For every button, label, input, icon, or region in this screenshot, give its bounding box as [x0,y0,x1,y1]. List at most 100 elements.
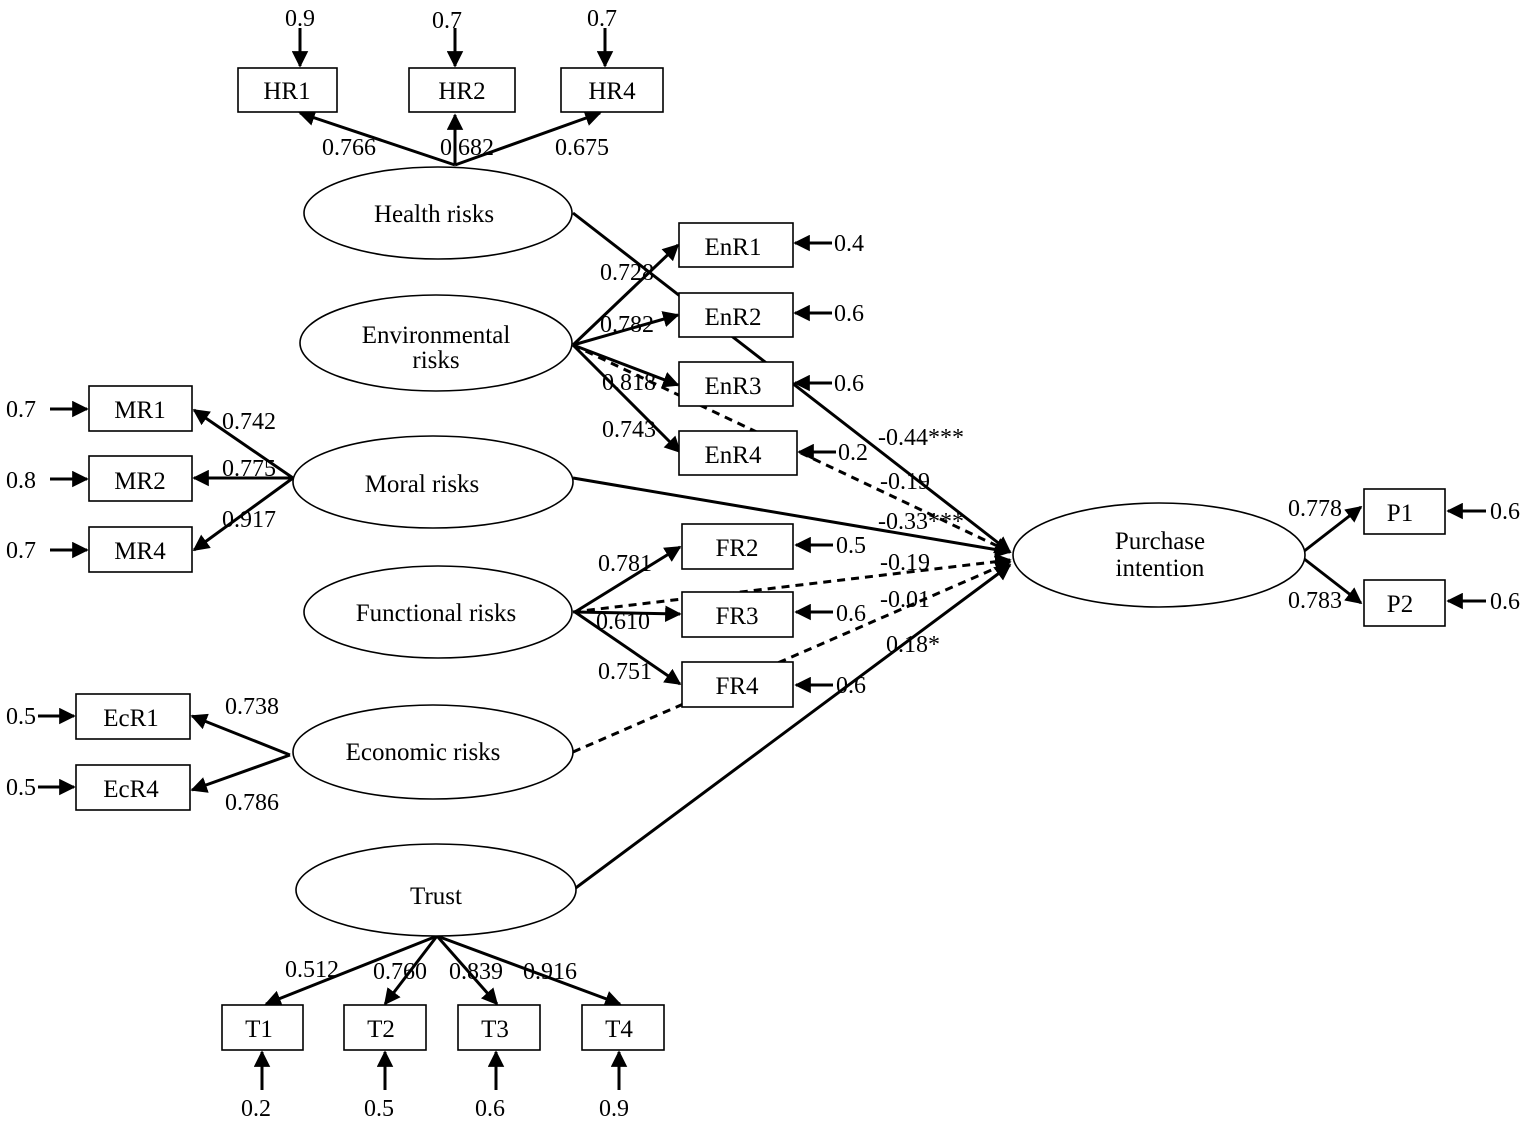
loading-mr4: 0.917 [222,507,276,533]
loading-p2: 0.783 [1288,588,1342,614]
loading-enr1: 0.728 [600,260,654,286]
environmental-block: EnR1 EnR2 EnR3 EnR4 0.4 0.6 0.6 0.2 0.72… [299,222,868,476]
error-ecr1: 0.5 [6,704,36,730]
loading-arrow-mr1 [192,408,294,480]
indicator-box-mr4 [88,526,193,573]
economic-block: EcR1 EcR4 0.5 0.5 0.738 0.786 Economic r… [6,693,574,816]
loading-arrow-enr4 [571,343,682,454]
error-enr1: 0.4 [834,231,864,257]
loading-fr2: 0.781 [598,551,652,577]
loading-t2: 0.760 [373,959,427,985]
indicator-box-fr4 [681,661,794,708]
loading-t1: 0.512 [285,957,339,983]
error-p1: 0.6 [1490,499,1520,525]
loading-fr4: 0.751 [598,659,652,685]
indicator-box-fr2 [681,523,794,570]
loading-arrow-fr2 [574,545,682,614]
construct-purchase-label-1: Purchase [1115,528,1205,555]
loading-fr3: 0.610 [596,609,650,635]
indicator-box-p1 [1363,488,1446,535]
loading-arrow-t3 [435,935,499,1006]
loading-t4: 0.916 [523,959,577,985]
loading-hr1: 0.766 [322,135,376,161]
loading-arrow-ecr1 [190,713,291,757]
construct-environmental-label-1: Environmental [362,322,511,349]
coef-functional: -0.19 [880,550,930,576]
indicator-box-hr4 [560,67,664,113]
indicator-box-t2 [343,1004,427,1051]
loading-arrow-hr4 [454,110,602,167]
loading-enr4: 0.743 [602,417,656,443]
construct-moral-risks [292,435,574,529]
path-economic-to-purchase [572,560,1012,754]
loading-arrow-hr1 [298,109,456,167]
indicator-mr1: MR1 [114,397,165,424]
indicator-box-ecr1 [75,693,191,740]
error-hr2: 0.7 [432,8,462,34]
indicator-mr2: MR2 [114,468,165,495]
coef-environmental: -0.19 [880,469,930,495]
error-t3: 0.6 [475,1096,505,1122]
construct-trust [295,843,577,937]
loading-arrow-t1 [264,934,438,1007]
loading-ecr4: 0.786 [225,790,279,816]
error-hr1: 0.9 [285,6,315,32]
error-mr1: 0.7 [6,397,36,423]
error-fr3: 0.6 [836,601,866,627]
indicator-t1: T1 [245,1016,273,1043]
construct-health-label: Health risks [374,201,494,228]
indicator-hr2: HR2 [438,78,485,105]
indicator-box-p2 [1363,579,1446,627]
error-enr2: 0.6 [834,301,864,327]
construct-trust-label: Trust [410,883,462,910]
loading-hr2: 0.682 [440,135,494,161]
indicator-ecr1: EcR1 [103,705,159,732]
indicator-enr1: EnR1 [705,234,762,261]
construct-functional-risks [303,565,573,659]
indicator-t4: T4 [605,1016,633,1043]
indicator-t2: T2 [367,1016,395,1043]
indicator-box-enr1 [678,222,794,268]
coef-economic: -0.01 [880,587,930,613]
loading-arrow-t2 [383,935,439,1006]
indicator-box-t1 [221,1004,304,1051]
functional-block: FR2 FR3 FR4 0.5 0.6 0.6 0.781 0.610 0.75… [303,523,866,708]
moral-block: MR1 MR2 MR4 0.7 0.8 0.7 0.742 0.775 0.91… [6,385,574,573]
path-moral-to-purchase [572,476,1012,558]
loading-ecr1: 0.738 [225,694,279,720]
construct-health-risks [303,166,573,260]
error-mr2: 0.8 [6,468,36,494]
error-p2: 0.6 [1490,589,1520,615]
loading-arrow-fr3 [574,605,682,622]
indicator-mr4: MR4 [114,538,166,565]
indicator-box-mr1 [88,385,193,432]
error-t1: 0.2 [241,1096,271,1122]
indicator-enr3: EnR3 [705,373,762,400]
indicator-hr1: HR1 [263,78,310,105]
loading-arrow-enr1 [571,243,680,347]
loading-t3: 0.839 [449,959,503,985]
construct-purchase-intention [1012,502,1306,608]
loading-enr3: 0.818 [602,370,656,396]
indicator-box-hr2 [408,67,516,113]
error-mr4: 0.7 [6,538,36,564]
construct-functional-label: Functional risks [356,600,516,627]
coef-health: -0.44*** [878,425,964,451]
indicator-hr4: HR4 [588,78,636,105]
error-fr4: 0.6 [836,673,866,699]
indicator-box-enr2 [678,292,794,338]
purchase-block: P1 P2 0.6 0.6 0.778 0.783 Purchase inten… [1012,488,1520,627]
indicator-fr3: FR3 [715,603,758,630]
construct-economic-risks [292,704,574,800]
error-fr2: 0.5 [836,533,866,559]
error-enr3: 0.6 [834,371,864,397]
indicator-ecr4: EcR4 [103,776,159,803]
path-trust-to-purchase [572,563,1012,892]
coef-trust: 0.18* [886,632,940,658]
indicator-box-fr3 [681,591,794,638]
loading-mr1: 0.742 [222,409,276,435]
construct-environmental-label-2: risks [412,347,459,374]
indicator-box-t3 [457,1004,541,1051]
loading-arrow-p1 [1302,505,1363,554]
indicator-enr2: EnR2 [705,304,762,331]
